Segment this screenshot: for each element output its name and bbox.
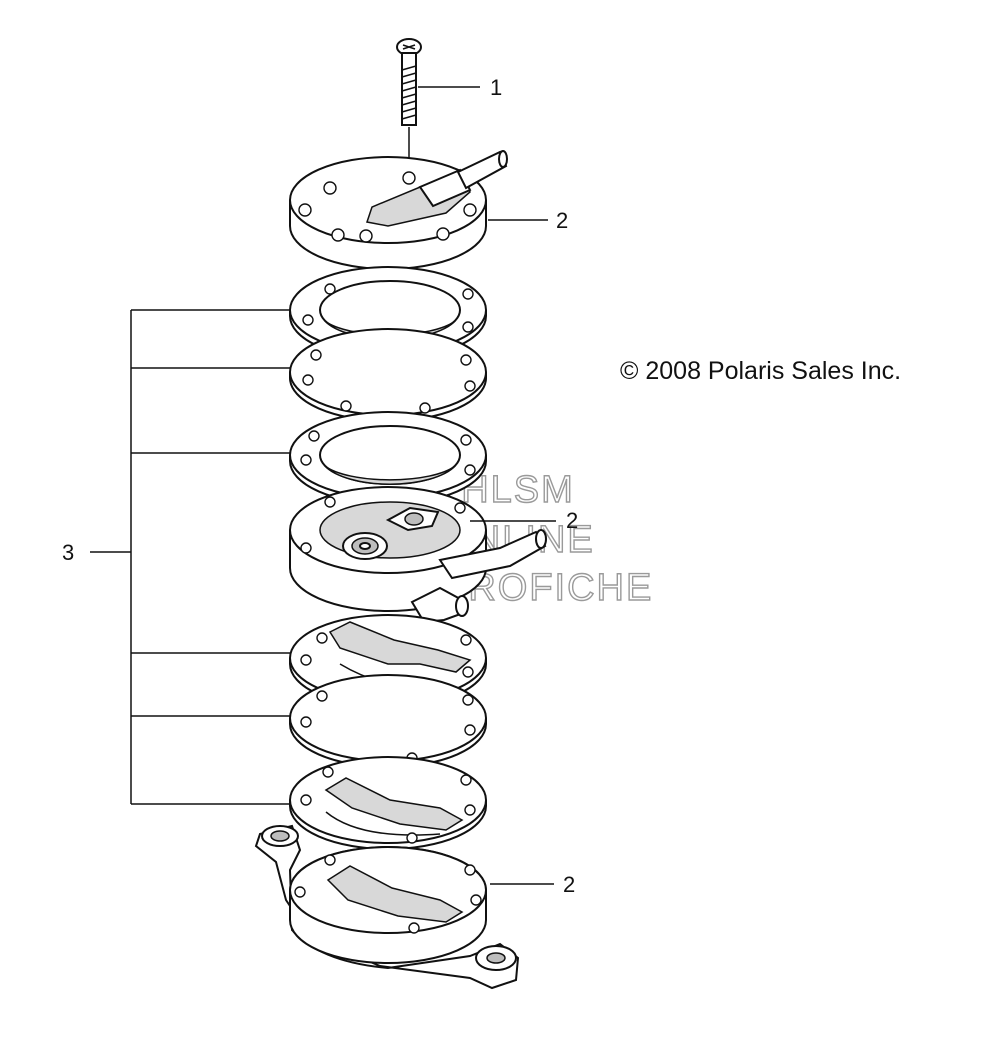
callout-2-pump-body: 2	[566, 508, 578, 533]
callout-2-top-cover: 2	[556, 208, 568, 233]
diaphragm-2	[289, 674, 487, 768]
callout-3-gasket-kit: 3	[62, 540, 74, 565]
pump-body	[289, 486, 547, 624]
copyright-notice: © 2008 Polaris Sales Inc.	[620, 357, 901, 385]
bottom-cover	[254, 824, 520, 990]
callout-2-bottom-cover: 2	[563, 872, 575, 897]
leader-lines	[90, 86, 556, 885]
diaphragm-1	[289, 328, 487, 422]
screw	[396, 38, 422, 168]
callout-1-screw: 1	[490, 75, 502, 100]
top-cover	[289, 150, 508, 270]
gasket-4	[289, 756, 487, 850]
